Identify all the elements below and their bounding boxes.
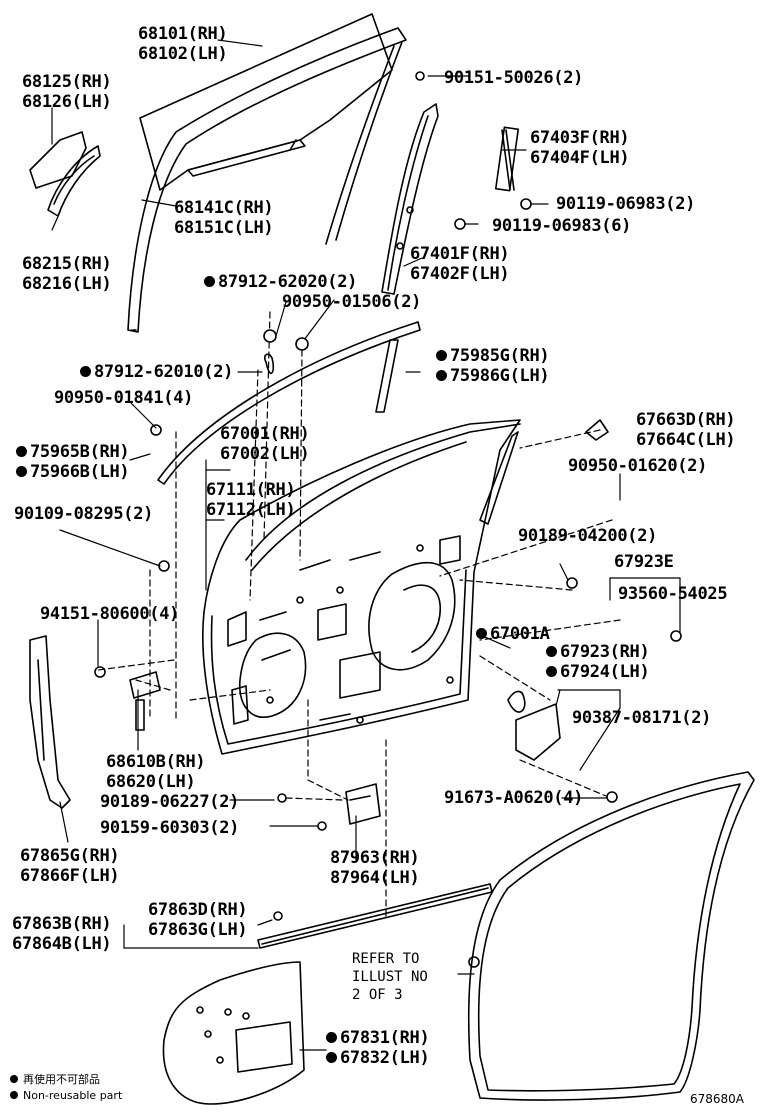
quarter-glass — [29, 131, 101, 217]
bullet-icon — [10, 1091, 18, 1099]
label-87912-62020: 87912-62020(2) — [204, 272, 357, 292]
label-75985G: 75985G(RH)75986G(LH) — [436, 346, 550, 386]
door-inner-panel — [202, 419, 521, 755]
label-67865G: 67865G(RH)67866F(LH) — [20, 846, 120, 886]
label-90119-2: 90119-06983(2) — [556, 194, 696, 214]
rear-glass-guide — [507, 690, 561, 761]
lower-weatherstrip — [257, 883, 493, 949]
bullet-icon — [10, 1075, 18, 1083]
service-hole-cover — [162, 961, 305, 1105]
label-68610B: 68610B(RH)68620(LH) — [106, 752, 206, 792]
outer-belt-moulding — [157, 321, 421, 485]
label-90151: 90151-50026(2) — [444, 68, 584, 88]
label-90950-01506: 90950-01506(2) — [282, 292, 422, 312]
legend-en: Non-reusable part — [10, 1088, 122, 1104]
label-67923: 67923(RH)67924(LH) — [546, 642, 650, 682]
door-hinge-and-check — [129, 671, 381, 825]
illustration-code: 678680A — [690, 1092, 745, 1106]
label-87963: 87963(RH)87964(LH) — [330, 848, 420, 888]
label-67663D: 67663D(RH)67664C(LH) — [636, 410, 736, 450]
label-90189-04200: 90189-04200(2) — [518, 526, 658, 546]
label-67111: 67111(RH)67112(LH) — [206, 480, 296, 520]
label-68215: 68215(RH)68216(LH) — [22, 254, 112, 294]
label-68141C: 68141C(RH)68151C(LH) — [174, 198, 274, 238]
front-run-channel — [127, 27, 407, 333]
front-door-seal — [29, 635, 71, 809]
rear-run-channel — [381, 103, 439, 295]
label-67863D: 67863D(RH)67863G(LH) — [148, 900, 248, 940]
label-87912-62010: 87912-62010(2) — [80, 362, 233, 382]
label-67401F: 67401F(RH)67402F(LH) — [410, 244, 510, 284]
label-91673: 91673-A0620(4) — [444, 788, 584, 808]
refer-note: REFER TO ILLUST NO 2 OF 3 — [352, 951, 428, 1003]
label-67001: 67001(RH)67002(LH) — [220, 424, 310, 464]
label-67831: 67831(RH)67832(LH) — [326, 1028, 430, 1068]
label-67403F: 67403F(RH)67404F(LH) — [530, 128, 630, 168]
label-75965B: 75965B(RH)75966B(LH) — [16, 442, 130, 482]
legend-jp: 再使用不可部品 — [10, 1072, 122, 1088]
legend: 再使用不可部品 Non-reusable part — [10, 1072, 122, 1104]
division-bar-weatherstrip — [494, 126, 520, 192]
label-68125: 68125(RH)68126(LH) — [22, 72, 112, 112]
label-90189-06227: 90189-06227(2) — [100, 792, 240, 812]
dashed-reference-lines — [97, 311, 621, 917]
label-90950-01620: 90950-01620(2) — [568, 456, 708, 476]
label-93560: 93560-54025 — [618, 584, 728, 604]
label-90119-6: 90119-06983(6) — [492, 216, 632, 236]
label-90159: 90159-60303(2) — [100, 818, 240, 838]
rear-upper-bracket — [585, 419, 609, 441]
label-67923E: 67923E — [614, 552, 674, 572]
label-68101: 68101(RH)68102(LH) — [138, 24, 228, 64]
label-67863B: 67863B(RH)67864B(LH) — [12, 914, 112, 954]
label-94151: 94151-80600(4) — [40, 604, 180, 624]
label-90109: 90109-08295(2) — [14, 504, 154, 524]
label-67001A: 67001A — [476, 624, 550, 644]
label-90387: 90387-08171(2) — [572, 708, 712, 728]
door-opening-weatherstrip — [467, 771, 755, 1101]
label-90950-01841: 90950-01841(4) — [54, 388, 194, 408]
